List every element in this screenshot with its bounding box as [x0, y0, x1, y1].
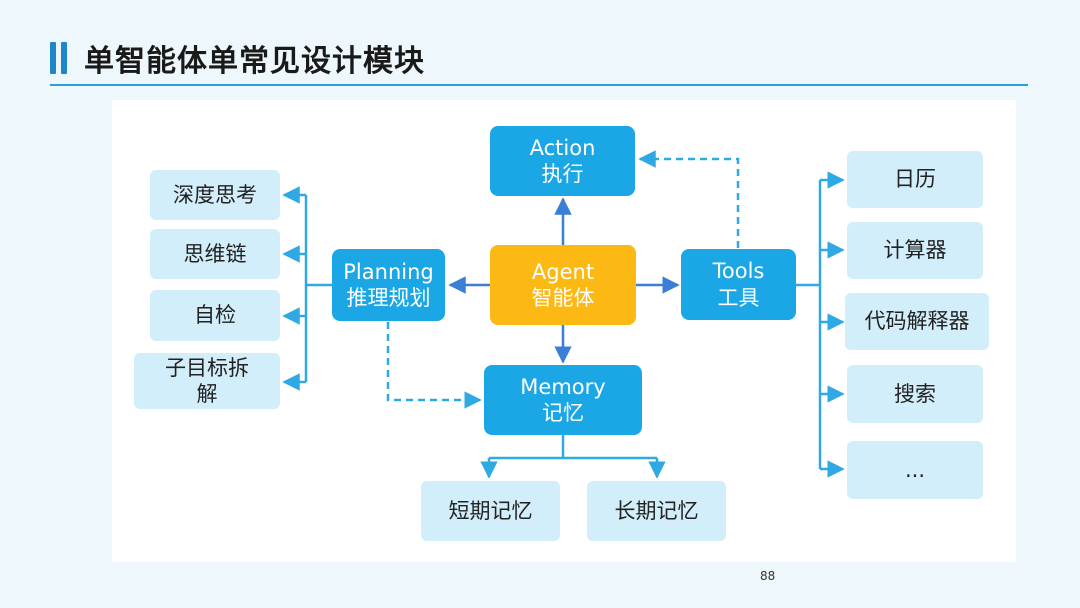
tools-node: Tools 工具: [681, 249, 796, 320]
page-title: 单智能体单常见设计模块: [84, 44, 425, 79]
action-node-title: Action: [529, 135, 596, 160]
memory-item: 短期记忆: [421, 481, 560, 541]
memory-node-title: Memory: [520, 374, 606, 399]
tools-item: 代码解释器: [845, 293, 989, 350]
planning-item: 深度思考: [150, 170, 280, 220]
tools-item: 搜索: [847, 365, 983, 423]
planning-item: 自检: [150, 290, 280, 341]
action-node-subtitle: 执行: [541, 162, 584, 186]
planning-node-title: Planning: [343, 259, 434, 284]
tools-item: ...: [847, 441, 983, 499]
planning-node-subtitle: 推理规划: [346, 286, 431, 310]
planning-node: Planning 推理规划: [332, 249, 445, 321]
tools-item: 日历: [847, 151, 983, 208]
planning-item: 子目标拆解: [134, 353, 280, 409]
action-node: Action 执行: [490, 126, 635, 196]
edge-planning-memory: [386, 322, 482, 409]
edge-tools-action: [638, 150, 740, 248]
memory-node-subtitle: 记忆: [542, 401, 584, 425]
memory-item: 长期记忆: [587, 481, 726, 541]
memory-node: Memory 记忆: [484, 365, 642, 435]
tools-node-title: Tools: [712, 259, 765, 284]
tools-node-subtitle: 工具: [717, 285, 760, 310]
title-divider: [50, 84, 1028, 86]
page-number: 88: [760, 569, 776, 583]
agent-node-subtitle: 智能体: [531, 286, 595, 310]
tools-item: 计算器: [847, 222, 983, 279]
title-accent-icon: [50, 42, 68, 74]
agent-node-title: Agent: [531, 259, 595, 284]
agent-node: Agent 智能体: [490, 245, 636, 325]
planning-item: 思维链: [150, 229, 280, 279]
